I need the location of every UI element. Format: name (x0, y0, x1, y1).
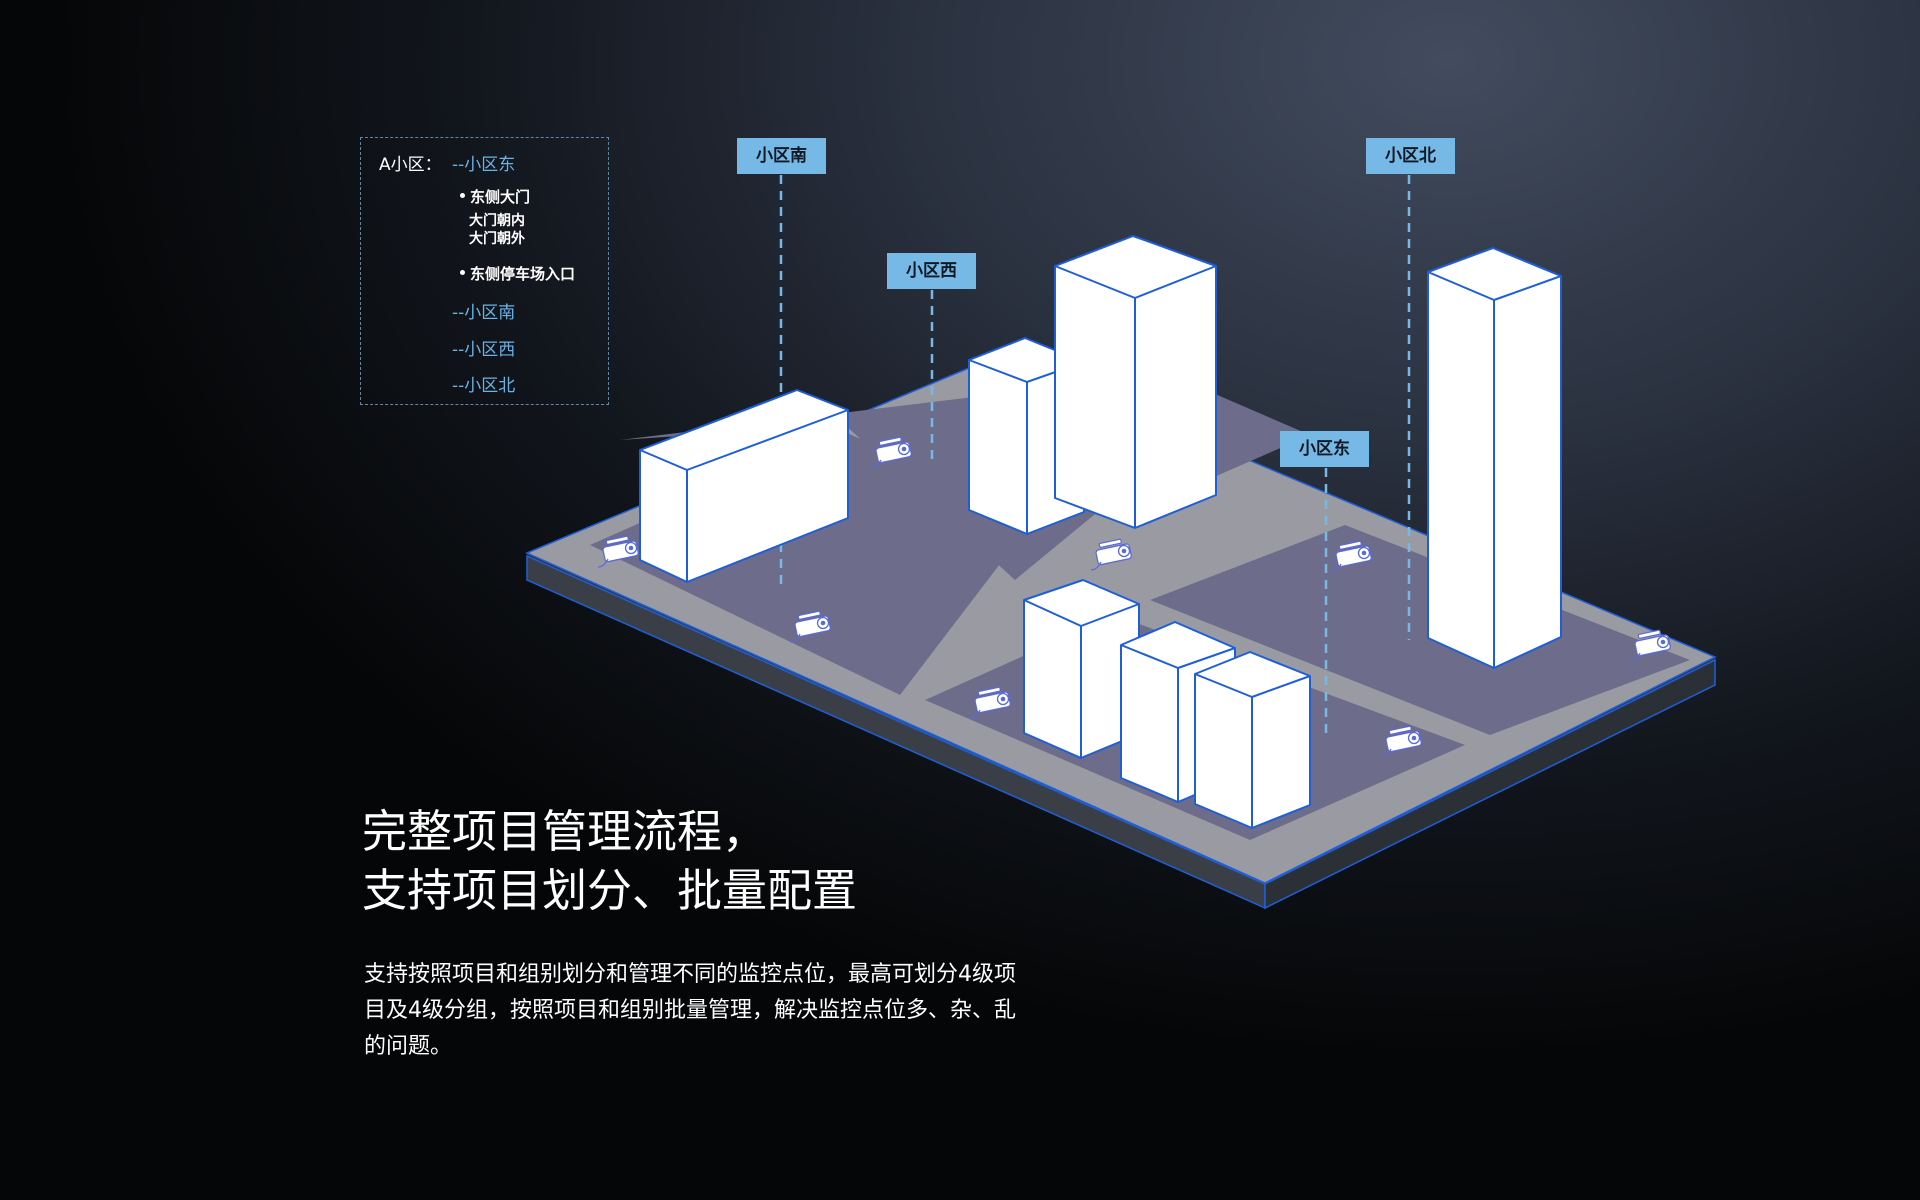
building-south-3 (1194, 651, 1311, 829)
description: 支持按照项目和组别划分和管理不同的监控点位，最高可划分4级项目及4级分组，按照项… (364, 962, 1016, 1059)
tree-group-north[interactable]: --小区北 (452, 376, 516, 396)
bullet-icon (460, 270, 465, 275)
tag-north: 小区北 (1366, 138, 1455, 174)
headline: 完整项目管理流程， 支持项目划分、批量配置 (362, 802, 857, 920)
building-south-1 (1023, 579, 1140, 759)
tag-south: 小区南 (737, 138, 826, 174)
tree-group-west[interactable]: --小区西 (452, 340, 516, 360)
bullet-icon (460, 193, 465, 198)
tree-root-label: A小区： (379, 155, 442, 175)
tree-item-east-parking[interactable]: 东侧停车场入口 (460, 263, 575, 284)
tag-east: 小区东 (1280, 431, 1369, 467)
block-east (1150, 525, 1690, 735)
building-southwest (639, 389, 849, 583)
leader-lines (779, 175, 1411, 735)
tree-group-south[interactable]: --小区南 (452, 303, 516, 323)
project-tree-panel: A小区： --小区东 东侧大门 大门朝内 大门朝外 东侧停车场入口 --小区南 … (360, 137, 609, 405)
building-west-tall (1054, 235, 1217, 529)
tree-item-label: 东侧大门 (470, 188, 531, 206)
tree-leaf-outward[interactable]: 大门朝外 (469, 231, 525, 247)
tag-west: 小区西 (887, 253, 976, 289)
tree-leaf-inward[interactable]: 大门朝内 (469, 213, 525, 229)
headline-line-1: 完整项目管理流程， (362, 805, 768, 858)
headline-line-2: 支持项目划分、批量配置 (362, 864, 858, 917)
tree-group-east[interactable]: --小区东 (452, 155, 516, 175)
platform-base (526, 553, 1716, 910)
tree-item-east-gate[interactable]: 东侧大门 (460, 186, 530, 207)
building-north-tower (1427, 247, 1562, 669)
tree-item-label: 东侧停车场入口 (470, 265, 576, 283)
